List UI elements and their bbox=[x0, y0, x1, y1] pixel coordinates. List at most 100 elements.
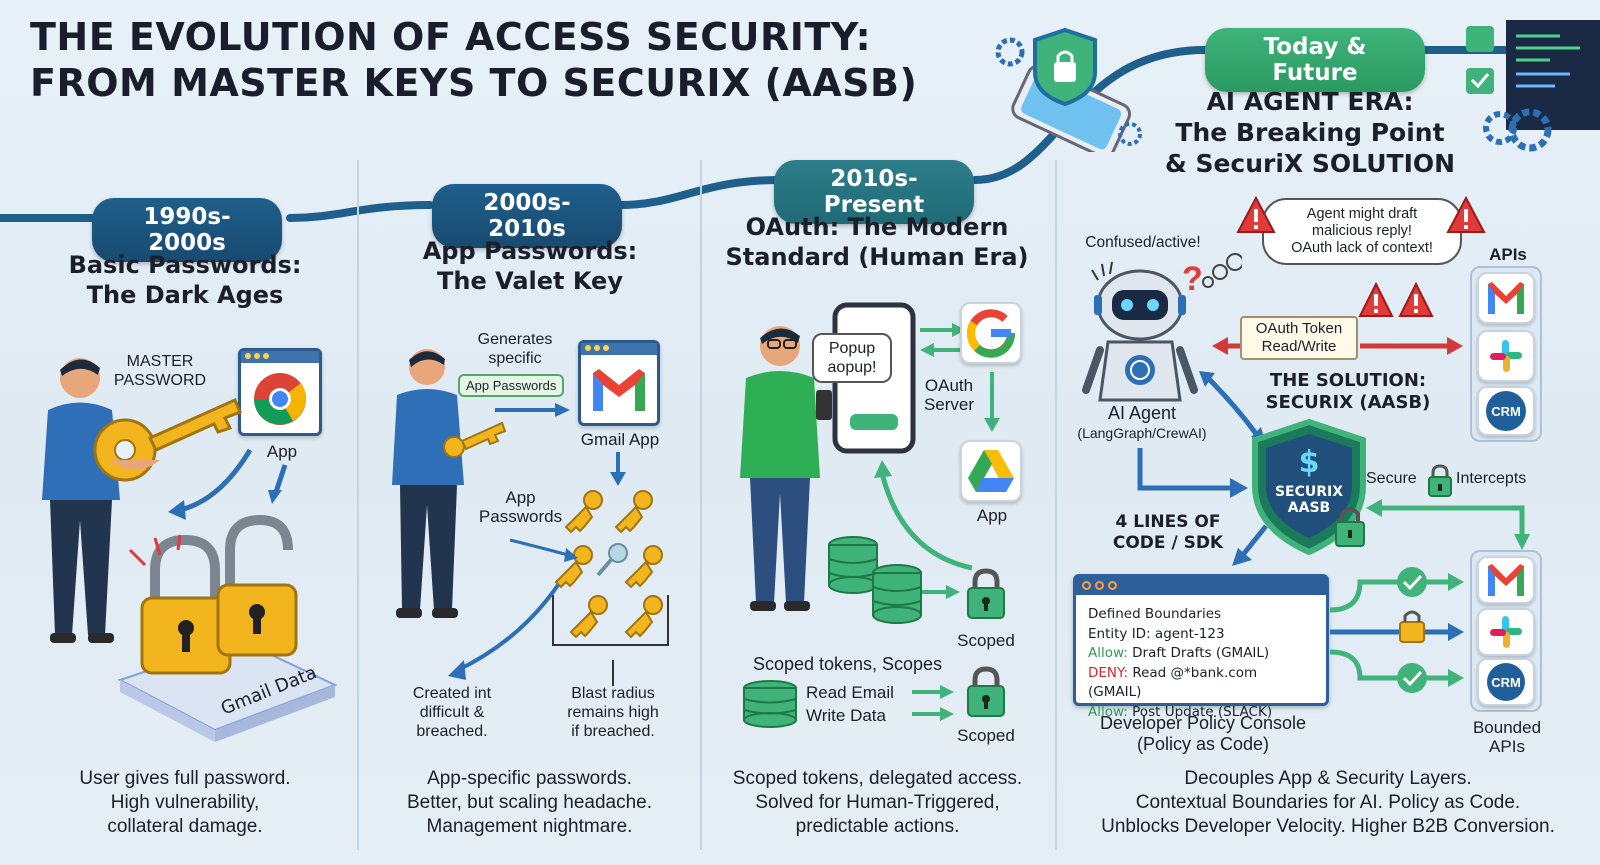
arrow-icon bbox=[495, 403, 570, 417]
arrow-icon bbox=[1366, 499, 1530, 550]
console-line: Allow: Post Update (SLACK) bbox=[1088, 703, 1273, 720]
drive-tile bbox=[960, 440, 1022, 502]
key-pile-icon bbox=[552, 490, 669, 646]
green-lock-icon bbox=[967, 666, 1005, 717]
robot-agent-icon: ? bbox=[1082, 253, 1242, 402]
crm-icon: CRM bbox=[1486, 391, 1526, 431]
scope-read-label: Read Email bbox=[806, 683, 894, 702]
person-with-phone-icon bbox=[740, 326, 832, 611]
era2-pill: 2000s-2010s bbox=[432, 184, 622, 248]
gmail-icon bbox=[593, 369, 645, 411]
crm-icon: CRM bbox=[1487, 663, 1525, 701]
line-icon bbox=[612, 660, 614, 686]
era3-caption: Scoped tokens, delegated access.Solved f… bbox=[732, 768, 1023, 837]
era2-title: App Passwords:The Valet Key bbox=[422, 237, 638, 295]
arrow-icon bbox=[912, 685, 954, 721]
gmail-app-label: Gmail App bbox=[580, 430, 660, 449]
console-line: DENY: Read @*bank.com (GMAIL) bbox=[1088, 664, 1258, 701]
google-tile bbox=[960, 302, 1022, 364]
divider bbox=[357, 160, 359, 850]
token-stack-icon bbox=[828, 536, 922, 624]
scopes-title: Scoped tokens, Scopes bbox=[752, 654, 943, 674]
gmail-icon bbox=[1488, 282, 1524, 314]
policy-console: Defined Boundaries Entity ID: agent-123 … bbox=[1073, 574, 1329, 720]
gmail-icon bbox=[1488, 564, 1524, 596]
person-with-key-icon bbox=[392, 349, 507, 618]
phone-shield-icon bbox=[995, 27, 1142, 152]
crm-tile: CRM bbox=[1477, 658, 1535, 706]
era4-caption: Decouples App & Security Layers.Contextu… bbox=[1101, 768, 1555, 837]
curved-arrow-icon bbox=[874, 460, 973, 571]
divider bbox=[700, 160, 702, 850]
arrow-icon bbox=[922, 585, 960, 599]
era1-title: Basic Passwords:The Dark Ages bbox=[68, 251, 302, 309]
page-title: THE EVOLUTION OF ACCESS SECURITY: FROM M… bbox=[30, 15, 918, 105]
app-label: App bbox=[266, 442, 298, 461]
crm-tile: CRM bbox=[1477, 386, 1535, 436]
secure-label: Secure bbox=[1366, 470, 1417, 487]
person-with-key-icon bbox=[42, 358, 242, 643]
scoped-label: Scoped bbox=[957, 631, 1015, 650]
google-icon bbox=[966, 309, 1016, 358]
warning-icon bbox=[1358, 282, 1434, 317]
arrow-icon bbox=[1232, 524, 1268, 566]
app-label: App bbox=[976, 506, 1008, 525]
slack-tile bbox=[1477, 330, 1535, 382]
ai-agent-label: AI Agent (LangGraph/CrewAI) bbox=[1077, 403, 1207, 441]
gmail-app-window bbox=[578, 340, 660, 426]
small-lock-icon bbox=[1428, 464, 1452, 497]
scoped-label: Scoped bbox=[957, 726, 1015, 745]
apis-label: APIs bbox=[1489, 245, 1527, 264]
code-panel-icon bbox=[1466, 20, 1600, 152]
era1-caption: User gives full password.High vulnerabil… bbox=[79, 768, 291, 837]
era4-title: AI AGENT ERA:The Breaking Point& SecuriX… bbox=[1164, 87, 1456, 178]
arrow-icon bbox=[448, 538, 578, 680]
google-drive-icon bbox=[968, 450, 1014, 492]
arrow-icon bbox=[1137, 448, 1248, 498]
securix-shield-icon: $ bbox=[1252, 418, 1366, 556]
token-stack-icon bbox=[743, 680, 797, 728]
svg-text:?: ? bbox=[1182, 260, 1203, 298]
arrow-icon bbox=[168, 448, 288, 520]
era4-pill: Today & Future bbox=[1205, 28, 1425, 92]
svg-text:$: $ bbox=[1299, 445, 1320, 480]
intercepts-label: Intercepts bbox=[1456, 470, 1527, 487]
console-line: Entity ID: agent-123 bbox=[1088, 625, 1225, 642]
warning-icon bbox=[1236, 196, 1276, 233]
confused-label: Confused/active! bbox=[1085, 234, 1201, 251]
era3-pill: 2010s-Present bbox=[774, 160, 974, 224]
chrome-icon bbox=[254, 373, 307, 425]
divider bbox=[1055, 160, 1057, 850]
arrow-icon bbox=[610, 452, 626, 486]
arrow-icon bbox=[984, 372, 1000, 432]
slack-tile bbox=[1477, 608, 1535, 656]
solution-label: THE SOLUTION:SECURIX (AASB) bbox=[1265, 370, 1431, 413]
console-line: Allow: Draft Drafts (GMAIL) bbox=[1088, 645, 1270, 661]
unlocked-padlocks-icon bbox=[117, 514, 338, 742]
slack-icon bbox=[1490, 616, 1522, 648]
warning-icon bbox=[1446, 196, 1486, 233]
app-window bbox=[238, 348, 322, 436]
gmail-tile bbox=[1477, 556, 1535, 604]
console-line: Defined Boundaries bbox=[1088, 606, 1222, 622]
gmail-tile bbox=[1477, 272, 1535, 324]
era2-caption: App-specific passwords.Better, but scali… bbox=[406, 768, 653, 837]
slack-icon bbox=[1490, 340, 1522, 372]
green-lock-icon bbox=[967, 568, 1005, 619]
scope-write-label: Write Data bbox=[806, 706, 886, 725]
routing-arrows-icon bbox=[1330, 567, 1464, 693]
double-arrow-icon bbox=[1212, 337, 1463, 355]
